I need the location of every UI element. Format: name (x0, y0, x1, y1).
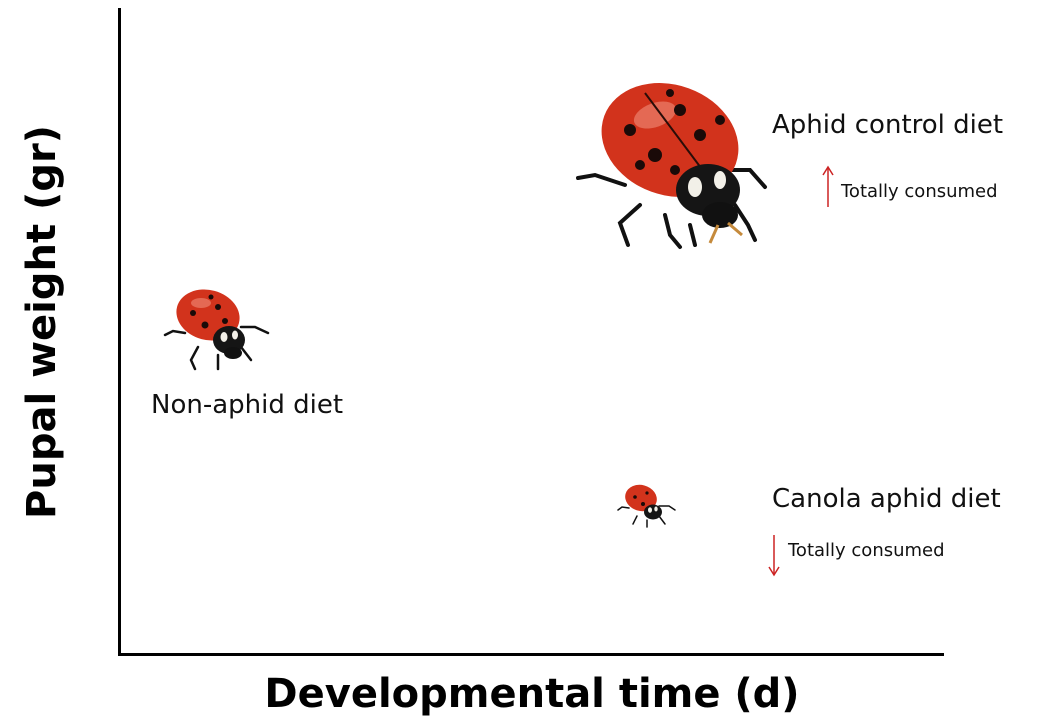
ladybug-icon (163, 285, 275, 373)
canola-aphid-diet-label: Canola aphid diet (772, 484, 1001, 514)
x-axis-line (118, 653, 944, 656)
ladybug-icon (570, 75, 800, 250)
y-axis-label: Pupal weight (gr) (19, 125, 65, 519)
aphid-control-consumed-note: Totally consumed (841, 181, 998, 202)
canola-consumed-note: Totally consumed (788, 540, 945, 561)
arrow-down-icon (768, 533, 780, 577)
aphid-control-diet-label: Aphid control diet (772, 110, 1003, 140)
x-axis-label: Developmental time (d) (264, 671, 799, 717)
non-aphid-diet-label: Non-aphid diet (151, 390, 343, 420)
y-axis-line (118, 8, 121, 656)
arrow-up-icon (822, 165, 834, 209)
ladybug-icon (617, 482, 677, 528)
